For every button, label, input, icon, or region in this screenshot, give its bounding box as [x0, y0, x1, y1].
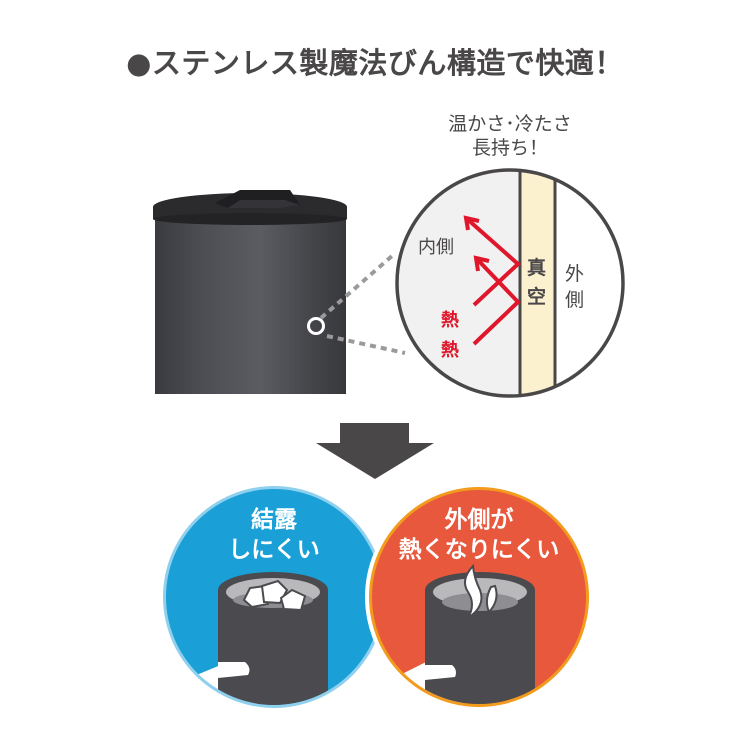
page-title: ●ステンレス製魔法びん構造で快適！	[0, 40, 750, 82]
down-arrow-icon	[316, 423, 434, 479]
outer-label-2: 側	[565, 289, 584, 311]
vacuum-label-2: 空	[527, 285, 546, 308]
benefit-heat-insulation	[365, 483, 593, 711]
title-text: ステンレス製魔法びん構造で快適！	[151, 46, 624, 80]
benefit-1-line-1: 結露	[251, 507, 297, 533]
benefit-2-label: 外側が 熱くなりにくい	[379, 505, 579, 565]
heat-label-1: 熱	[441, 309, 459, 331]
callout-line-1: 温かさ･冷たさ	[448, 113, 572, 135]
zoom-point-icon	[307, 317, 325, 335]
zoom-connector	[307, 254, 406, 355]
benefit-1-label: 結露 しにくい	[174, 505, 374, 565]
inner-label: 内側	[418, 237, 454, 258]
heat-label-2: 熱	[441, 339, 459, 361]
benefit-2-line-1: 外側が	[444, 507, 514, 533]
benefit-condensation	[163, 486, 385, 708]
outer-label-1: 外	[565, 263, 584, 285]
heat-reflection-arrows	[463, 215, 521, 346]
benefit-2-line-2: 熱くなりにくい	[398, 537, 560, 563]
vacuum-detail-diagram: 内側 真 空 外 側 熱 熱	[395, 168, 625, 398]
benefit-1-line-2: しにくい	[228, 537, 320, 563]
tumbler-product-image	[153, 190, 347, 394]
vacuum-label-1: 真	[527, 256, 546, 279]
callout-line-2: 長持ち！	[471, 137, 548, 159]
callout-text: 温かさ･冷たさ 長持ち！	[400, 112, 620, 160]
bullet-icon: ●	[126, 46, 152, 80]
